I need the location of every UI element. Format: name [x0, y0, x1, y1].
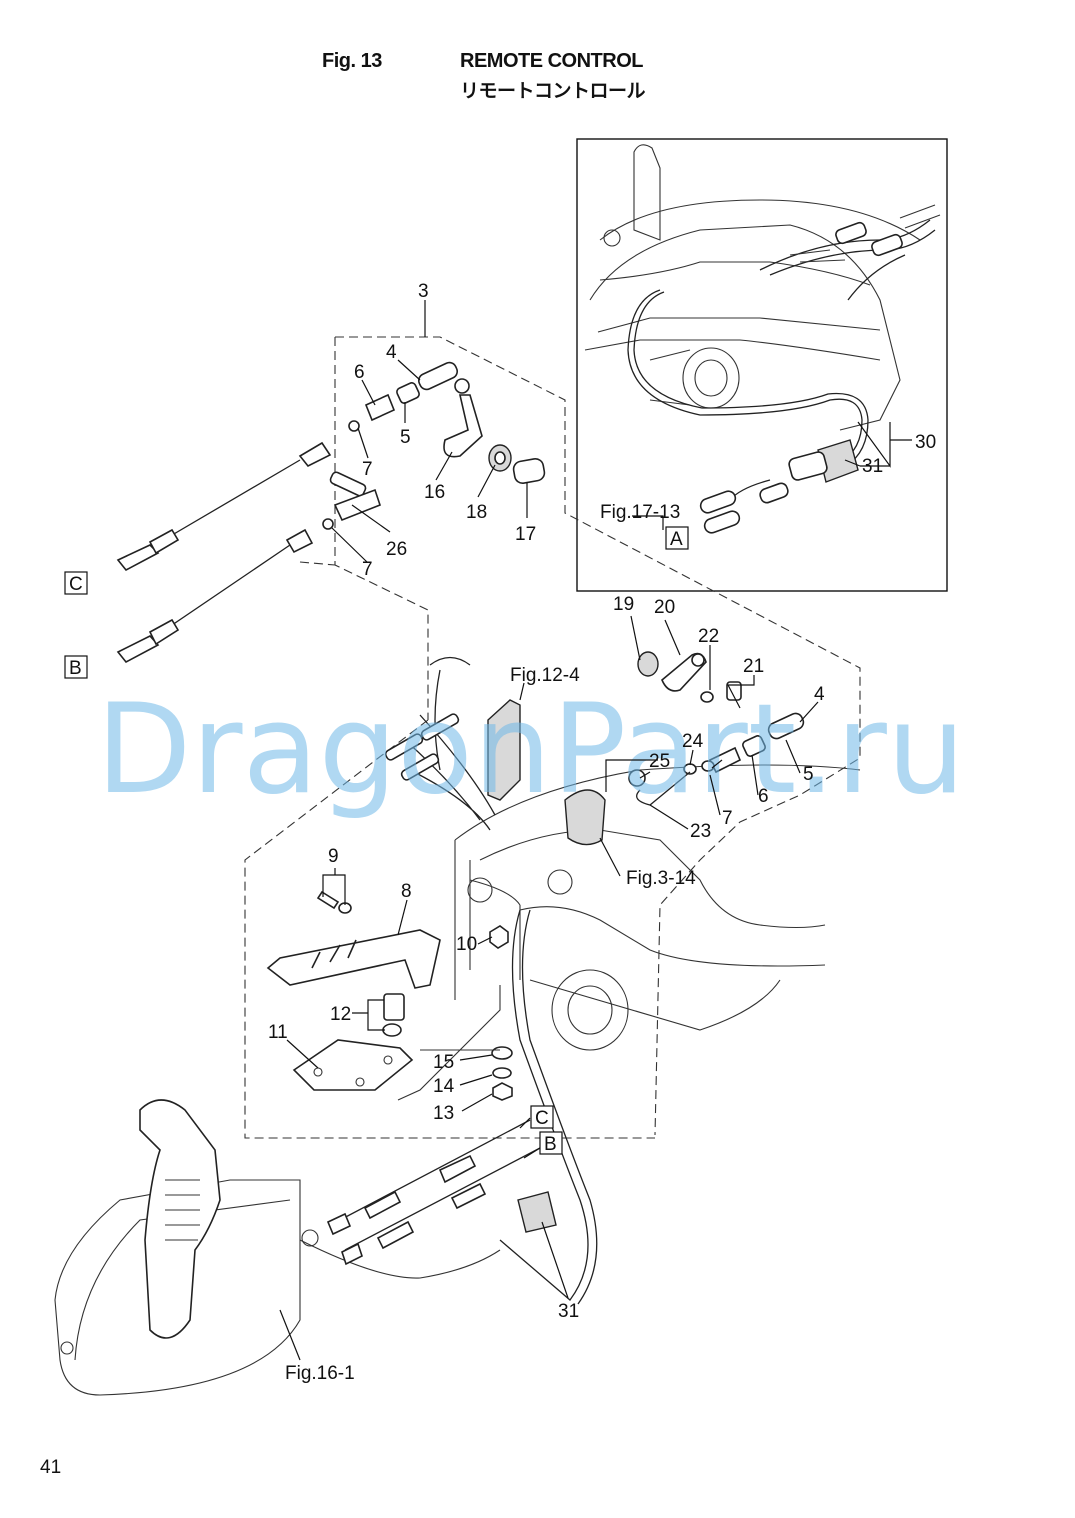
part-label-18: 18 [466, 502, 487, 523]
part-label-31-inset: 31 [862, 456, 883, 477]
group-outline-upper [334, 337, 429, 720]
part-label-16: 16 [424, 482, 445, 503]
part-label-4-right: 4 [814, 684, 825, 705]
group-outline-lower [244, 719, 655, 1139]
part-label-22: 22 [698, 626, 719, 647]
part-label-5-right: 5 [803, 764, 814, 785]
part-label-4: 4 [386, 342, 397, 363]
figure-title-japanese: リモートコントロール [460, 80, 646, 102]
inset-frame [576, 138, 948, 592]
part-label-20: 20 [654, 597, 675, 618]
engine-block-middle [384, 656, 861, 1305]
part-label-7-right: 7 [722, 808, 733, 829]
ref-fig-12-4: Fig.12-4 [510, 665, 580, 686]
cable-c-upper [116, 420, 360, 572]
part-label-9: 9 [328, 846, 339, 867]
boxed-label-b-lower: B [544, 1134, 557, 1155]
part-label-23: 23 [690, 821, 711, 842]
part-label-26: 26 [386, 539, 407, 560]
part-label-30: 30 [915, 432, 936, 453]
part-label-15: 15 [433, 1052, 454, 1073]
part-label-17: 17 [515, 524, 536, 545]
boxed-label-a-inset: A [670, 529, 683, 550]
part-label-7: 7 [362, 459, 373, 480]
linkage-parts [329, 361, 546, 522]
figure-title: REMOTE CONTROL [460, 50, 644, 72]
part-label-3: 3 [418, 281, 429, 302]
cable-b-upper [116, 518, 334, 664]
ref-fig-17-13: Fig.17-13 [600, 502, 680, 523]
bracket-group [266, 890, 513, 1101]
boxed-label-c-lower: C [535, 1108, 549, 1129]
part-label-10: 10 [456, 934, 477, 955]
boxed-label-c-left: C [69, 574, 83, 595]
part-label-7-lower: 7 [362, 559, 373, 580]
part-label-13: 13 [433, 1103, 454, 1124]
figure-number: Fig. 13 [322, 50, 382, 72]
part-label-24: 24 [682, 731, 704, 752]
part-label-14: 14 [433, 1076, 455, 1097]
part-label-6-right: 6 [758, 786, 769, 807]
leader-lines [279, 300, 912, 1361]
part-label-19: 19 [613, 594, 634, 615]
part-label-21: 21 [743, 656, 764, 677]
right-linkage-parts [564, 651, 805, 846]
part-label-8: 8 [401, 881, 412, 902]
watermark-text: DragonPart.ru [96, 678, 965, 822]
part-label-5: 5 [400, 427, 411, 448]
part-label-6: 6 [354, 362, 365, 383]
part-label-31-lower: 31 [558, 1301, 579, 1322]
ref-fig-3-14: Fig.3-14 [626, 868, 696, 889]
part-label-12: 12 [330, 1004, 351, 1025]
remote-control-box [54, 1099, 557, 1396]
part-label-25: 25 [649, 751, 670, 772]
ref-fig-16-1: Fig.16-1 [285, 1363, 355, 1384]
inset-engine-drawing [584, 144, 941, 534]
page-number: 41 [40, 1457, 62, 1478]
boxed-label-b-left: B [69, 658, 82, 679]
part-label-11: 11 [268, 1022, 288, 1043]
